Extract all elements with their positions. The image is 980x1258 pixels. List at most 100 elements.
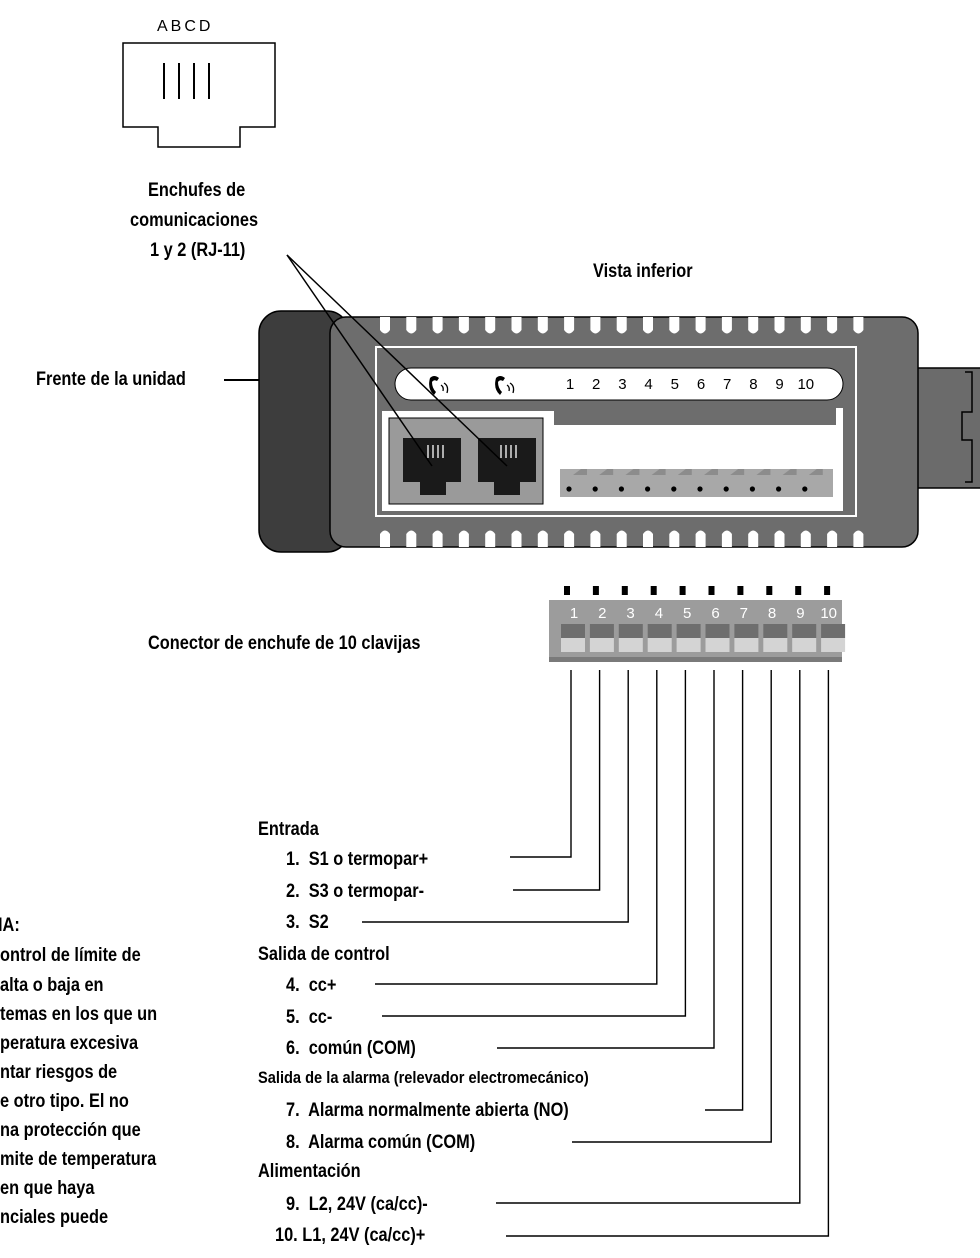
pin-socket-top: [763, 624, 788, 638]
terminal-screw: [671, 486, 677, 492]
warning-line: nciales puede: [0, 1207, 109, 1228]
rj11-jack-2: [478, 438, 536, 495]
fin-top: [511, 317, 522, 334]
unit-terminal-number: 5: [670, 376, 679, 393]
terminal-ridge: [677, 469, 692, 475]
terminal-ridge: [808, 469, 823, 475]
pin-7-label: 7. Alarma normalmente abierta (NO): [286, 1100, 569, 1121]
fin-top: [590, 317, 601, 334]
terminal-ridge: [625, 469, 640, 475]
bottom-view-title: Vista inferior: [593, 261, 693, 282]
plug-pin-number: 6: [711, 605, 720, 622]
plug-pin-number: 3: [626, 605, 635, 622]
terminal-ridge: [651, 469, 666, 475]
fin-top: [616, 317, 627, 334]
fin-top: [643, 317, 653, 334]
phone-icon: [429, 376, 449, 395]
pin-wire: [362, 670, 629, 923]
pin-3-label: 3. S2: [286, 912, 329, 933]
rj11-jack-1: [403, 438, 461, 495]
pin-socket-top: [647, 624, 672, 638]
pin-socket-bottom: [705, 638, 730, 652]
pin-8-label: 8. Alarma común (COM): [286, 1132, 476, 1153]
pin-wire: [375, 670, 658, 985]
rj11-pin-letters: ABCD: [157, 18, 214, 35]
pin-4-label: 4. cc+: [286, 975, 337, 996]
terminal-screw: [749, 486, 756, 492]
pin-tab: [564, 586, 570, 595]
pin-tab: [824, 586, 831, 595]
fin-bottom: [616, 530, 627, 547]
fin-bottom: [590, 530, 601, 547]
group-control-output: Salida de control: [258, 944, 390, 965]
plug-pin-number: 4: [654, 605, 664, 622]
warning-line: e otro tipo. El no: [0, 1091, 129, 1112]
unit-terminal-number: 9: [775, 376, 784, 393]
pin-wire: [506, 670, 830, 1237]
pin-socket-bottom: [561, 638, 585, 652]
pin-socket-top: [821, 624, 846, 638]
warning-line: peratura excesiva: [0, 1033, 139, 1054]
fin-bottom: [853, 530, 864, 547]
comm-label-line1: Enchufes de: [148, 180, 246, 201]
pin-6-label: 6. común (COM): [286, 1038, 416, 1059]
fin-top: [748, 317, 759, 334]
pin-tab: [679, 586, 686, 595]
fin-bottom: [537, 530, 548, 547]
pin-1-label: 1. S1 o termopar+: [286, 849, 429, 870]
fin-top: [406, 317, 417, 334]
warning-line: mite de temperatura: [0, 1149, 157, 1170]
fin-top: [380, 317, 390, 334]
unit-terminal-number: 7: [723, 376, 732, 393]
plug-pin-number: 5: [683, 605, 692, 622]
pin-socket-top: [792, 624, 817, 638]
fin-bottom: [380, 530, 390, 547]
unit-terminal-number: 3: [618, 376, 627, 393]
pin-wire: [382, 670, 687, 1017]
unit-terminal-number: 6: [696, 376, 706, 393]
pin-tab: [592, 586, 599, 595]
pin-tab: [708, 586, 715, 595]
fin-top: [432, 317, 443, 334]
fin-top: [669, 317, 680, 334]
rj11-pinout-contacts: [163, 63, 210, 99]
pin-socket-top: [676, 624, 701, 638]
pin-wire: [510, 670, 572, 858]
pin-2-label: 2. S3 o termopar-: [286, 881, 425, 902]
terminal-screw: [566, 486, 572, 492]
pin-socket-bottom: [618, 638, 643, 652]
terminal-ridge: [782, 469, 797, 475]
unit-terminal-number: 4: [644, 376, 653, 393]
fin-bottom: [432, 530, 443, 547]
pin-wires: [362, 670, 830, 1237]
comm-label-line2: comunicaciones: [130, 210, 259, 231]
pin-tab: [795, 586, 802, 595]
fin-top: [564, 317, 575, 334]
fin-bottom: [800, 530, 811, 547]
group-power: Alimentación: [258, 1161, 361, 1182]
pin-wire: [705, 670, 744, 1111]
terminal-screw: [645, 486, 651, 492]
warning-line: alta o baja en: [0, 975, 104, 996]
pin-socket-bottom: [821, 638, 846, 652]
pin-tab: [766, 586, 773, 595]
group-input: Entrada: [258, 819, 319, 840]
cooling-fins: [380, 317, 864, 547]
comm-pointer-lines: [286, 254, 508, 467]
warning-line: IA:: [0, 915, 20, 936]
warning-line: ntar riesgos de: [0, 1062, 118, 1083]
pin-tab: [650, 586, 657, 595]
plug-pins: [561, 586, 846, 652]
phone-icon: [495, 376, 515, 395]
fin-bottom: [564, 530, 575, 547]
fin-bottom: [695, 530, 706, 547]
terminal-screw: [618, 486, 625, 492]
pin-tab: [621, 586, 628, 595]
comm-label-line3: 1 y 2 (RJ-11): [150, 240, 246, 261]
fin-top: [485, 317, 496, 334]
pin-socket-bottom: [589, 638, 614, 652]
fin-bottom: [643, 530, 653, 547]
pin-socket-bottom: [792, 638, 817, 652]
pin-tab: [737, 586, 744, 595]
